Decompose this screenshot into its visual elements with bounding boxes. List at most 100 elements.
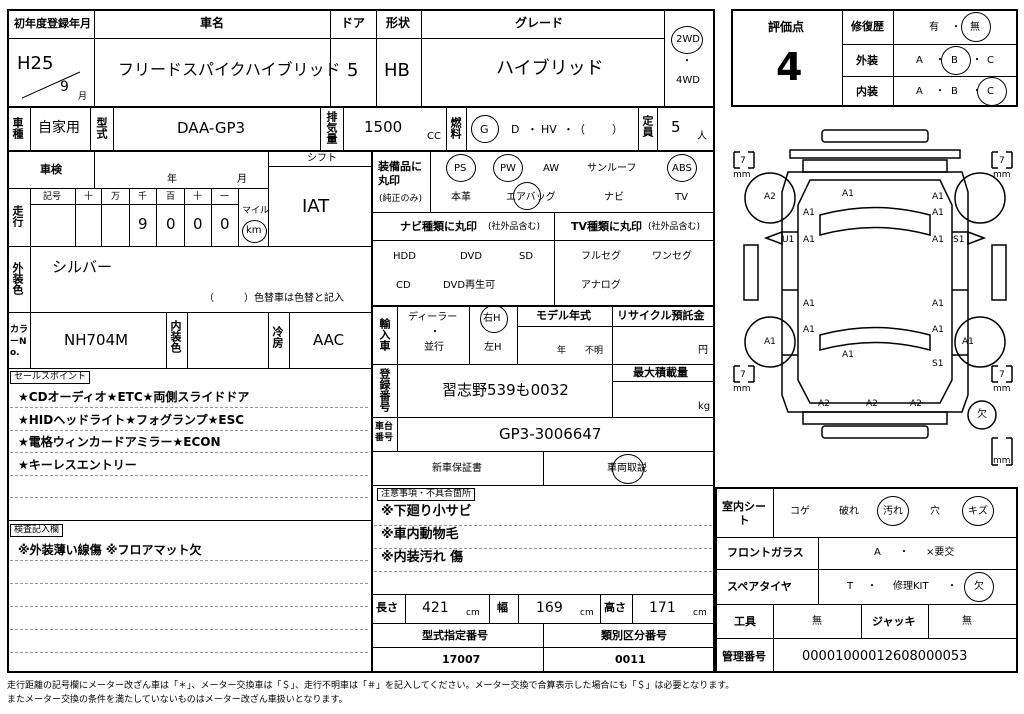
width: 169 — [536, 600, 563, 616]
spare-t: T — [847, 581, 854, 592]
fuel-paren-close: ） — [612, 123, 623, 136]
reg-slash — [21, 70, 82, 100]
length: 421 — [422, 600, 449, 616]
footer-line-2: またメーター交換の条件を満たしていないものはメーター改ざん車扱いとなります。 — [7, 695, 348, 705]
import-parallel: 並行 — [424, 342, 444, 353]
ext-a: A — [916, 55, 923, 66]
mileage-code-label: 記号 — [43, 192, 62, 202]
diag-s1-1: S1 — [953, 235, 965, 245]
diag-a1-13: A1 — [842, 350, 854, 360]
repair-label: 修復歴 — [851, 20, 884, 33]
int-a: A — [916, 86, 923, 97]
manage-label: 管理番号 — [722, 650, 766, 663]
glass-dot: ・ — [899, 547, 909, 558]
equip-abs: ABS — [672, 163, 692, 174]
diag-mm-tl: mm — [733, 170, 751, 180]
diag-a1-1: A1 — [842, 189, 854, 199]
digit-label-6: 一 — [220, 192, 230, 202]
check-label: 検査記入欄 — [10, 524, 64, 537]
model-label: 型式 — [95, 117, 108, 139]
type-no: 17007 — [442, 653, 481, 666]
inspection-label: 車検 — [40, 163, 62, 176]
sales-label: セールスポイント — [10, 371, 91, 384]
recycle-yen: 円 — [698, 345, 708, 356]
diag-a1-6: A1 — [932, 235, 944, 245]
spare-label: スペアタイヤ — [727, 580, 792, 593]
note-line-3: ※内装汚れ 傷 — [381, 550, 464, 565]
jack-label: ジャッキ — [872, 615, 916, 628]
note-line-2: ※車内動物毛 — [381, 527, 459, 542]
diag-a2-b1: A2 — [818, 399, 830, 409]
fuel-paren-open: （ — [574, 123, 585, 136]
doors: 5 — [347, 60, 359, 81]
capacity-unit: 人 — [697, 131, 707, 142]
diag-a2-tl: A2 — [764, 192, 776, 202]
max-load-kg: kg — [698, 401, 711, 412]
inspection-month: 月 — [237, 174, 247, 185]
repair-no-circle — [961, 12, 991, 42]
drive-4wd: 4WD — [676, 75, 700, 86]
km-unit: km — [246, 225, 262, 236]
fuel-dot2: ・ — [563, 123, 574, 136]
fuel-hv: HV — [541, 123, 557, 136]
interior-color-label: 内装色 — [169, 320, 182, 353]
diag-a1-12: A1 — [962, 337, 974, 347]
grade: ハイブリッド — [496, 58, 604, 79]
equip-navi: ナビ — [604, 192, 624, 203]
interior-label: 内装 — [856, 85, 878, 98]
equip-aw: AW — [543, 163, 560, 174]
int-b: B — [951, 86, 958, 97]
warranty: 新車保証書 — [432, 463, 482, 474]
recycle-label: リサイクル預託金 — [617, 309, 705, 322]
km-circle — [242, 220, 267, 243]
color-code: NH704M — [64, 331, 129, 349]
length-cm: cm — [466, 608, 480, 618]
inspection-year: 年 — [167, 174, 177, 185]
model-year-unknown: 不明 — [585, 346, 604, 356]
import-label: 輸入車 — [378, 318, 391, 351]
glass-need: ×要交 — [926, 547, 955, 558]
exterior-label: 外装 — [856, 54, 878, 67]
tools-label: 工具 — [734, 615, 756, 628]
diag-seven-br: 7 — [999, 370, 1005, 380]
seat-koge: コゲ — [790, 506, 810, 517]
mileage-label: 走行 — [11, 205, 24, 227]
footer-line-1: 走行距離の記号欄にメーター改ざん車は「＊」、メーター交換車は「＄」、走行不明車は… — [7, 681, 735, 691]
sales-line-3: ★電格ウィンカードアミラー★ECON — [18, 435, 221, 449]
model-year-label: モデル年式 — [536, 309, 591, 322]
equip-pw: PW — [500, 163, 516, 174]
equip-sunroof: サンルーフ — [587, 163, 637, 174]
diag-seven-bl: 7 — [740, 370, 746, 380]
airbag-circle — [513, 182, 541, 210]
diag-s1-2: S1 — [932, 359, 944, 369]
spare-missing-circle — [964, 572, 994, 602]
diag-seven-tl: 7 — [740, 156, 746, 166]
diag-a1-4: A1 — [932, 208, 944, 218]
diag-a1-9: A1 — [803, 325, 815, 335]
navi-type-label: ナビ種類に丸印 — [400, 220, 477, 233]
ext-dot1: ・ — [935, 55, 945, 66]
fuel-dot1: ・ — [527, 123, 538, 136]
width-cm: cm — [580, 608, 594, 618]
seat-kizu-circle — [962, 496, 994, 526]
seat-kizu: キズ — [968, 506, 988, 517]
class-no: 0011 — [615, 653, 646, 666]
import-dealer: ディーラー — [408, 312, 458, 323]
exterior-color: シルバー — [52, 258, 113, 276]
tv-oneseg: ワンセグ — [652, 251, 692, 262]
ac: AAC — [313, 331, 345, 349]
navi-hdd: HDD — [393, 251, 416, 262]
max-load-label: 最大積載量 — [633, 366, 688, 379]
tools: 無 — [812, 616, 822, 627]
int-c: C — [987, 86, 994, 97]
manual: 車両取説 — [607, 463, 647, 474]
manual-circle — [612, 454, 644, 484]
drive-2wd: 2WD — [676, 34, 700, 45]
height-label: 高さ — [604, 601, 626, 614]
condition-box — [715, 487, 1018, 673]
ext-b-circle — [941, 46, 971, 75]
spare-dot1: ・ — [867, 581, 877, 592]
diag-mm-bl: mm — [733, 384, 751, 394]
tv-type-sub: (社外品含む) — [648, 222, 701, 232]
score-value: 4 — [776, 45, 803, 89]
